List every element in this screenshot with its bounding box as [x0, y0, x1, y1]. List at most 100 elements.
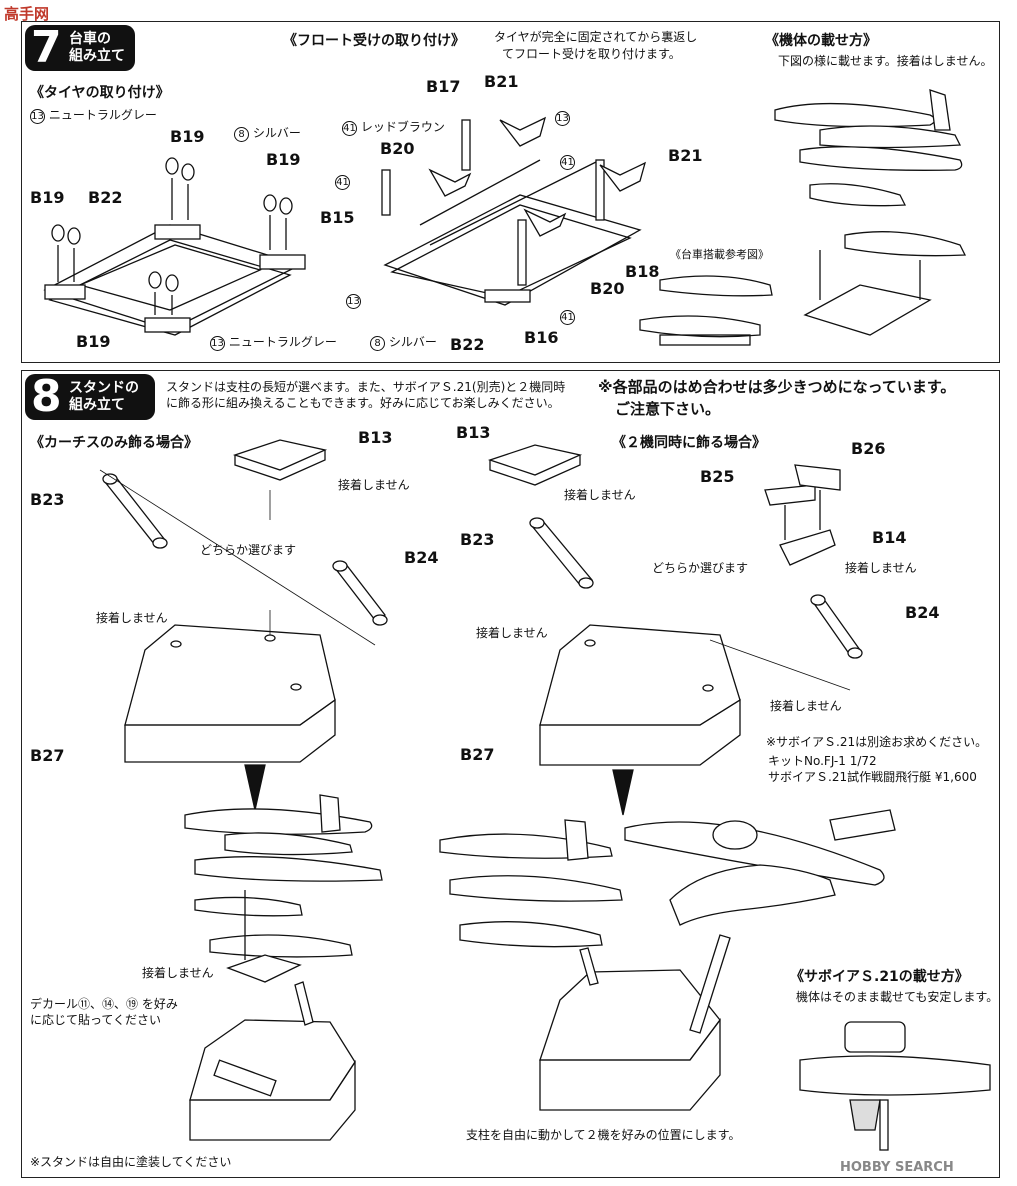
callout-13-a: 13 — [555, 111, 570, 126]
callout-neutral-gray-top: 13 ニュートラルグレー — [30, 106, 157, 124]
stand-base-left-lower — [189, 954, 356, 1141]
trolley-frame-illustration — [43, 224, 306, 336]
parts-b25-b26-b14 — [764, 464, 841, 566]
pillar-b24-left — [332, 560, 388, 626]
savoia-mount-illustration — [799, 1021, 991, 1151]
step7-title-2: 組み立て — [69, 48, 125, 64]
savoia-mount-header: 《サボイアＳ.21の載せ方》 — [790, 969, 969, 985]
no-glue-b13-left: 接着しません — [338, 478, 410, 492]
no-glue-b13-right: 接着しません — [564, 488, 636, 502]
label-b25: B25 — [700, 467, 735, 486]
watermark-bottom: HOBBY SEARCH — [840, 1160, 954, 1175]
label-b18: B18 — [625, 262, 660, 281]
callout-neutral-gray-bottom: 13 ニュートラルグレー — [210, 333, 337, 351]
callout-41-c: 41 — [560, 310, 575, 325]
step8-panel — [21, 370, 1000, 1178]
reference-small-illustration — [639, 275, 773, 346]
step7-title-1: 台車の — [69, 31, 111, 47]
label-b16: B16 — [524, 328, 559, 347]
label-b20-top: B20 — [380, 139, 415, 158]
silver-label: シルバー — [252, 126, 301, 140]
kit-line-2: サボイアＳ.21試作戦闘飛行艇 ¥1,600 — [768, 770, 977, 784]
tire-header: 《タイヤの取り付け》 — [30, 85, 170, 101]
ref-caption: 《台車搭載参考図》 — [670, 248, 769, 261]
down-arrow-left — [244, 764, 266, 811]
label-b21-right: B21 — [668, 146, 703, 165]
step7-badge: 7 台車の 組み立て — [25, 25, 135, 71]
float-note-2: てフロート受けを取り付けます。 — [502, 47, 681, 61]
pillar-note: 支柱を自由に動かして２機を好みの位置にします。 — [466, 1128, 741, 1142]
down-arrow-right — [612, 769, 634, 816]
mount-note: 下図の様に載せます。接着はしません。 — [778, 54, 993, 68]
choose-either-right: どちらか選びます — [652, 561, 749, 575]
neutral-gray-label: ニュートラルグレー — [228, 335, 337, 349]
decal-line-1: デカール⑪、⑭、⑲ を好み — [30, 997, 178, 1011]
color-code-41: 41 — [342, 121, 357, 136]
step8-title-2: 組み立て — [69, 397, 125, 413]
biplane-on-trolley-illustration — [774, 89, 967, 336]
label-b24-left: B24 — [404, 548, 439, 567]
pillar-b24-right — [810, 594, 863, 659]
step7-panel — [21, 21, 1000, 363]
label-b17: B17 — [426, 77, 461, 96]
label-b13-right: B13 — [456, 423, 491, 442]
neutral-gray-label: ニュートラルグレー — [48, 108, 157, 122]
float-header: 《フロート受けの取り付け》 — [283, 33, 465, 49]
no-glue-base-right: 接着しません — [476, 626, 548, 640]
pillar-b23-right — [529, 517, 594, 589]
step7-number: 7 — [31, 22, 62, 73]
callout-red-brown: 41 レッドブラウン — [342, 118, 445, 136]
label-b23-right: B23 — [460, 530, 495, 549]
warning-1: ※各部品のはめ合わせは多少きつめになっています。 — [598, 378, 956, 396]
stand-base-right-lower — [539, 934, 731, 1111]
tire-arrows — [57, 178, 287, 315]
callout-41-a: 41 — [560, 155, 575, 170]
stand-base-left-illustration — [124, 624, 336, 763]
callout-silver-top: 8 シルバー — [234, 124, 301, 142]
label-b15: B15 — [320, 208, 355, 227]
callout-silver-bottom: 8 シルバー — [370, 333, 437, 351]
savoia-mount-note: 機体はそのまま載せても安定します。 — [796, 990, 999, 1004]
label-b22-bottom: B22 — [450, 335, 485, 354]
label-b21-top: B21 — [484, 72, 519, 91]
label-b24-right: B24 — [905, 603, 940, 622]
label-b27-left: B27 — [30, 746, 65, 765]
pillar-b23-left — [102, 473, 168, 549]
stand-base-right-illustration — [539, 624, 741, 766]
two-planes-assembled-illustration — [439, 809, 896, 948]
intro-2: に飾る形に組み換えることもできます。好みに応じてお楽しみください。 — [166, 396, 560, 410]
warning-2: ご注意下さい。 — [615, 400, 721, 418]
label-b19-left: B19 — [30, 188, 65, 207]
curtiss-assembled-illustration — [184, 794, 383, 960]
no-glue-b14: 接着しません — [845, 561, 917, 575]
choose-either-left: どちらか選びます — [200, 543, 297, 557]
clip-b13-left — [232, 439, 328, 481]
kit-line-1: キットNo.FJ-1 1/72 — [768, 754, 877, 768]
mount-header: 《機体の載せ方》 — [765, 33, 877, 49]
two-header: 《２機同時に飾る場合》 — [612, 435, 766, 451]
label-b19-bottom: B19 — [76, 332, 111, 351]
savoia-note: ※サボイアＳ.21は別途お求めください。 — [766, 735, 988, 749]
stand-paint-note: ※スタンドは自由に塗装してください — [30, 1155, 232, 1169]
label-b20-bottom: B20 — [590, 279, 625, 298]
callout-41-b: 41 — [335, 175, 350, 190]
label-b13-left: B13 — [358, 428, 393, 447]
label-b26: B26 — [851, 439, 886, 458]
step8-title-1: スタンドの — [69, 380, 139, 396]
no-glue-base-left: 接着しません — [96, 611, 168, 625]
no-glue-curtiss-stand: 接着しません — [142, 966, 214, 980]
label-b27-right: B27 — [460, 745, 495, 764]
red-brown-label: レッドブラウン — [360, 120, 445, 134]
intro-1: スタンドは支柱の長短が選べます。また、サボイアＳ.21(別売)と２機同時 — [166, 380, 566, 394]
no-glue-base-b24: 接着しません — [770, 699, 842, 713]
label-b19-right: B19 — [266, 150, 301, 169]
step8-badge: 8 スタンドの 組み立て — [25, 374, 155, 420]
watermark-top: 高手网 — [4, 5, 50, 23]
curtiss-header: 《カーチスのみ飾る場合》 — [30, 435, 198, 451]
decal-line-2: に応じて貼ってください — [30, 1013, 162, 1027]
silver-label: シルバー — [388, 335, 437, 349]
label-b22-left: B22 — [88, 188, 123, 207]
label-b23-left: B23 — [30, 490, 65, 509]
callout-13-b: 13 — [346, 294, 361, 309]
